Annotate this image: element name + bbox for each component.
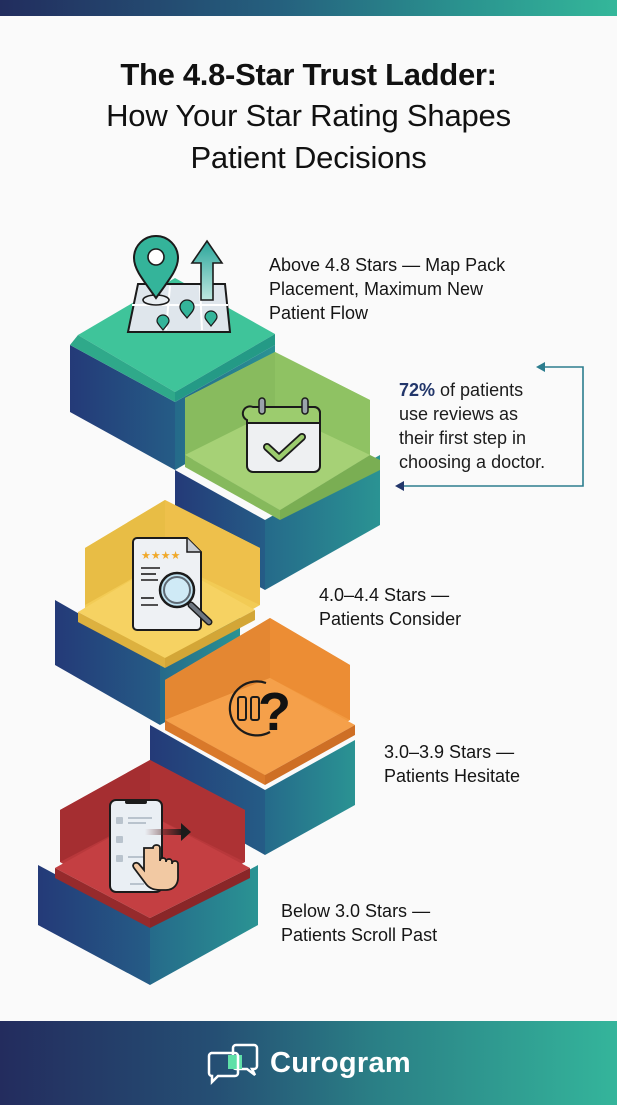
pause-question-icon: ? (228, 680, 291, 742)
title-line-2: How Your Star Rating Shapes (106, 98, 511, 133)
map-pin-arrow-up-icon (126, 235, 232, 333)
top-gradient-bar (0, 0, 617, 16)
label-above-4-8: Above 4.8 Stars — Map Pack Placement, Ma… (269, 253, 569, 325)
brand-name: Curogram (270, 1046, 411, 1079)
title-line-1: The 4.8-Star Trust Ladder: (120, 57, 497, 92)
label-line: 4.0–4.4 Stars — (319, 585, 450, 605)
brand-logo[interactable]: Curogram (206, 1041, 411, 1085)
label-line: 3.0–3.9 Stars — (384, 742, 515, 762)
chat-bubbles-icon (207, 1043, 259, 1085)
calendar-check-icon (241, 397, 321, 473)
stat-bracket-arrows (395, 362, 584, 491)
label-4-0-to-4-4: 4.0–4.4 Stars — Patients Consider (319, 583, 519, 631)
title-line-3: Patient Decisions (190, 140, 427, 175)
page-title: The 4.8-Star Trust Ladder: How Your Star… (0, 55, 617, 179)
stat-text: choosing a doctor. (399, 452, 546, 472)
stat-text: of patients (435, 380, 524, 400)
stat-text: their first step in (399, 428, 527, 448)
phone-swipe-hand-icon (109, 799, 191, 893)
svg-text:★★★★: ★★★★ (141, 549, 181, 562)
label-line: Patient Flow (269, 303, 369, 323)
document-review-magnifier-icon: ★★★★ (132, 537, 213, 631)
label-3-0-to-3-9: 3.0–3.9 Stars — Patients Hesitate (384, 740, 584, 788)
label-line: Patients Scroll Past (281, 925, 438, 945)
stat-text: use reviews as (399, 404, 519, 424)
label-line: Patients Consider (319, 609, 462, 629)
stat-percent: 72% (399, 380, 436, 400)
label-below-3-0: Below 3.0 Stars — Patients Scroll Past (281, 899, 501, 947)
footer-banner: Curogram (0, 1021, 617, 1105)
label-line: Patients Hesitate (384, 766, 521, 786)
label-line: Placement, Maximum New (269, 279, 484, 299)
label-line: Above 4.8 Stars — Map Pack (269, 255, 506, 275)
stat-callout: 72% of patients use reviews as their fir… (399, 378, 569, 474)
label-line: Below 3.0 Stars — (281, 901, 431, 921)
svg-text:?: ? (258, 682, 291, 742)
